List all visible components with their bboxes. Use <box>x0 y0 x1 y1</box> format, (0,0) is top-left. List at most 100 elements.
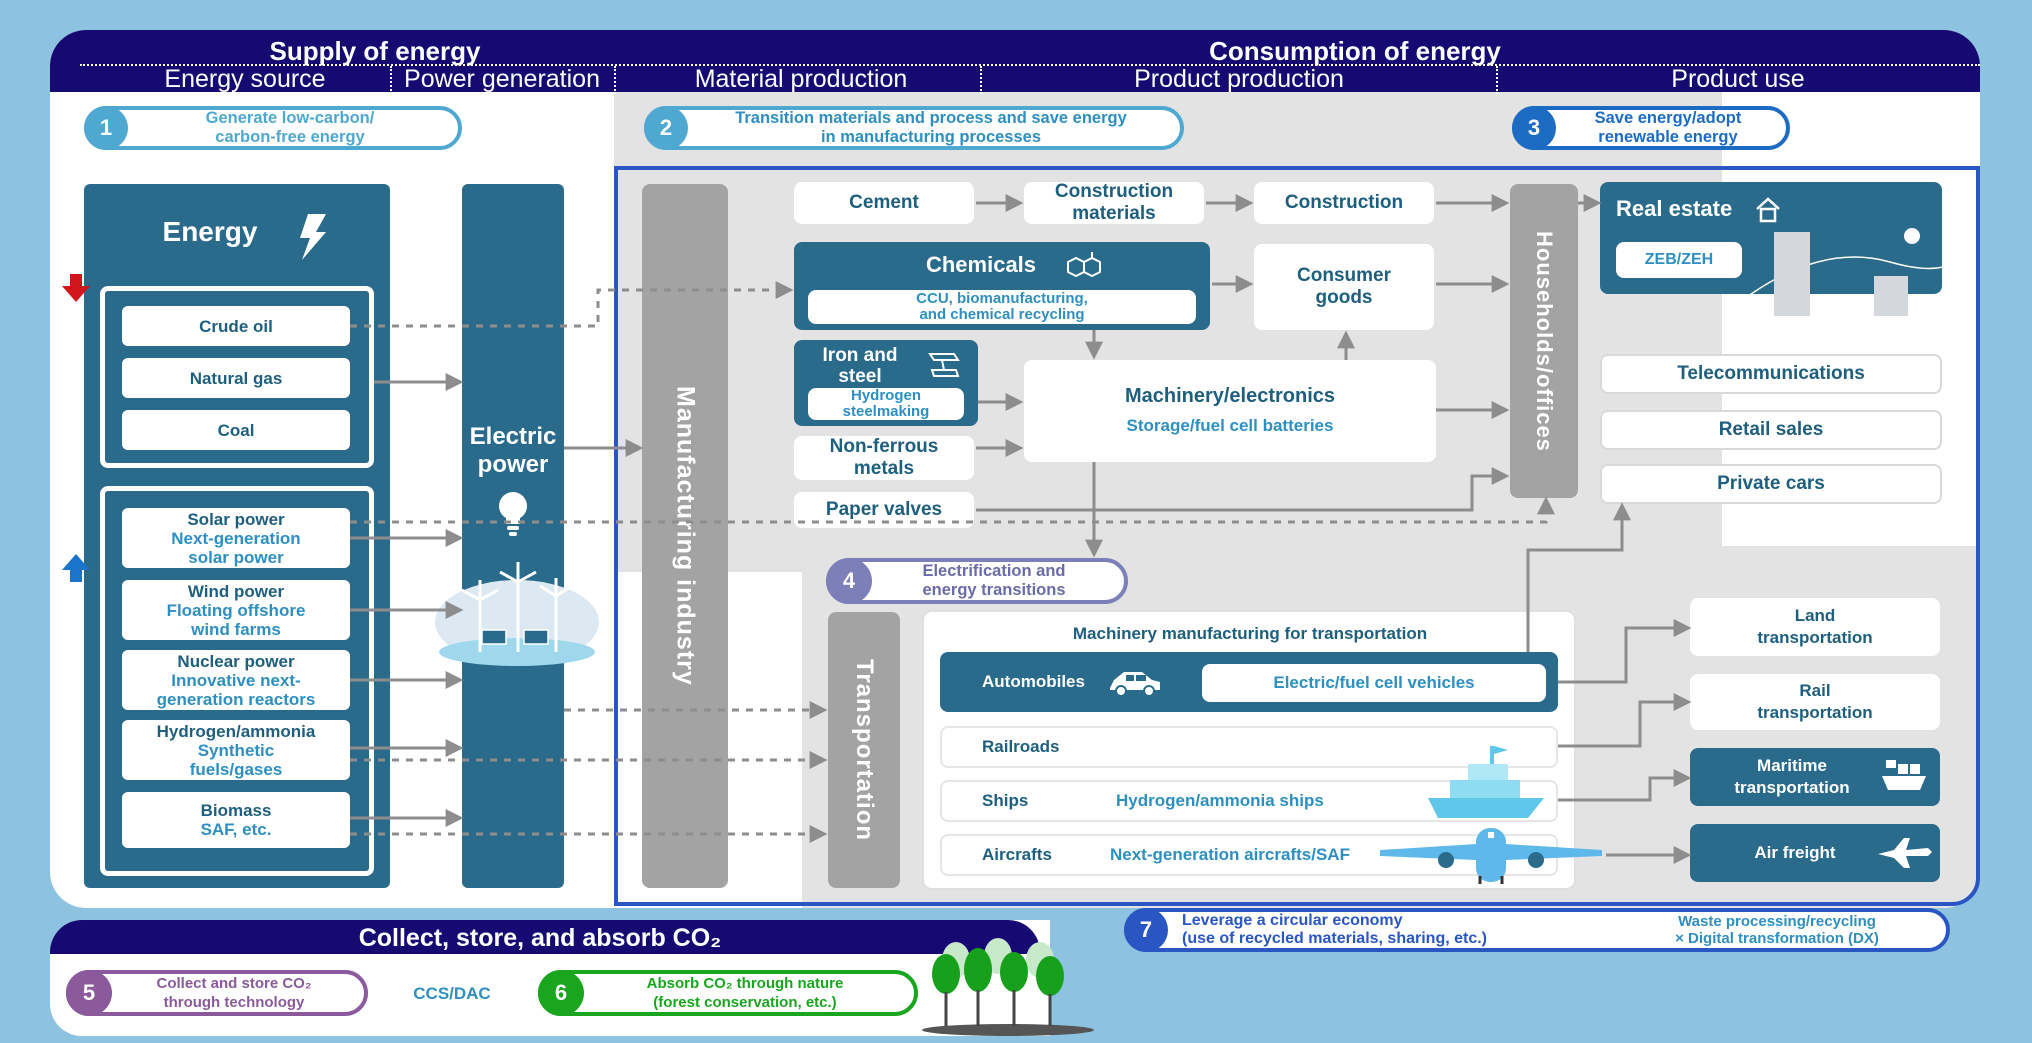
co2-header-bar <box>50 920 1040 954</box>
column-separator <box>614 66 616 94</box>
car-icon <box>1110 672 1160 697</box>
step-7-pill: 7 Leverage a circular economy (use of re… <box>1124 908 1950 952</box>
step-1-text: Generate low-carbon/ carbon-free energy <box>205 109 375 146</box>
land-transportation-box: Land transportation <box>1690 598 1940 656</box>
wind-power-box: Wind power Floating offshore wind farms <box>122 580 350 640</box>
header-bar <box>50 30 1980 92</box>
column-energy-source: Energy source <box>164 64 326 93</box>
biomass-box: Biomass SAF, etc. <box>122 792 350 848</box>
manufacturing-column <box>642 184 728 888</box>
machinery-sub: Storage/fuel cell batteries <box>1126 416 1334 435</box>
nuclear-power-sub: Innovative next- generation reactors <box>156 670 316 709</box>
natural-gas-box: Natural gas <box>122 358 350 398</box>
steel-beam-icon <box>928 353 960 377</box>
consumption-outline <box>614 166 1980 906</box>
forest-trees-icon <box>922 938 1094 1036</box>
header-divider <box>80 64 1980 66</box>
ship-icon <box>1428 746 1544 818</box>
step-3-pill: 3 Save energy/adopt renewable energy <box>1512 106 1790 150</box>
solar-power-box: Solar power Next-generation solar power <box>122 508 350 568</box>
construction-materials-box: Construction materials <box>1024 181 1204 224</box>
hydrogen-ammonia-label: Hydrogen/ammonia <box>156 721 316 741</box>
solar-power-label: Solar power <box>187 509 285 529</box>
step-1-pill: 1 Generate low-carbon/ carbon-free energ… <box>84 106 462 150</box>
fossil-group <box>100 286 374 468</box>
paper-box: Paper valves <box>794 492 974 528</box>
cement-box: Cement <box>794 182 974 224</box>
energy-title: Energy <box>162 216 258 247</box>
retail-box: Retail sales <box>1600 410 1942 450</box>
households-column <box>1510 184 1578 498</box>
ships-label: Ships <box>982 791 1029 810</box>
zeb-zeh-box: ZEB/ZEH <box>1616 242 1742 278</box>
telecom-box: Telecommunications <box>1600 354 1942 394</box>
hydrogen-ammonia-sub: Synthetic fuels/gases <box>189 740 283 779</box>
real-estate-label: Real estate <box>1616 196 1733 221</box>
column-separator <box>980 66 982 94</box>
nuclear-power-label: Nuclear power <box>177 651 295 671</box>
biomass-sub: SAF, etc. <box>200 820 272 839</box>
column-power-generation: Power generation <box>404 64 600 93</box>
machinery-label: Machinery/electronics <box>1124 385 1336 407</box>
ccs-dac-label: CCS/DAC <box>413 984 491 1003</box>
ships-detail: Hydrogen/ammonia ships <box>1116 791 1324 810</box>
wind-solar-icon <box>435 562 599 666</box>
column-material-production: Material production <box>694 64 908 93</box>
wind-power-label: Wind power <box>187 581 285 601</box>
step-4-text: Electrification and energy transitions <box>922 562 1066 599</box>
automobiles-detail: Electric/fuel cell vehicles <box>1202 664 1546 702</box>
solar-power-sub: Next-generation solar power <box>171 528 301 567</box>
molecule-icon <box>1067 252 1101 278</box>
column-separator <box>1496 66 1498 94</box>
cargo-ship-icon <box>1882 760 1926 790</box>
step-7-text: Leverage a circular economy (use of recy… <box>1182 912 1488 947</box>
column-product-use: Product use <box>1671 64 1805 93</box>
crude-oil-box: Crude oil <box>122 306 350 346</box>
step-5-text: Collect and store CO₂ through technology <box>156 975 312 1011</box>
chemicals-label: Chemicals <box>925 252 1037 277</box>
step-7-extra: Waste processing/recycling × Digital tra… <box>1675 913 1879 947</box>
air-freight-label: Air freight <box>1754 843 1836 862</box>
aircrafts-label: Aircrafts <box>982 845 1052 864</box>
step-2-pill: 2 Transition materials and process and s… <box>644 106 1184 150</box>
biomass-label: Biomass <box>200 801 272 820</box>
increase-arrow-icon <box>62 554 90 582</box>
maritime-transportation-label: Maritime transportation <box>1734 756 1850 797</box>
step-5-pill: 5 Collect and store CO₂ through technolo… <box>66 970 368 1016</box>
railroads-label: Railroads <box>982 737 1060 756</box>
transportation-label: Transportation <box>851 658 878 841</box>
house-icon <box>1756 197 1780 223</box>
step-2-number: 2 <box>644 106 688 150</box>
step-6-text: Absorb CO₂ through nature (forest conser… <box>646 975 844 1011</box>
consumption-title: Consumption of energy <box>1209 35 1501 66</box>
wind-power-sub: Floating offshore wind farms <box>166 600 306 639</box>
iron-steel-label: Iron and steel <box>822 345 898 387</box>
step-1-number: 1 <box>84 106 128 150</box>
chemicals-sub-box: CCU, biomanufacturing, and chemical recy… <box>808 290 1196 324</box>
supply-title: Supply of energy <box>269 35 481 66</box>
lightning-icon <box>300 214 326 260</box>
consumer-goods-box: Consumer goods <box>1254 244 1434 330</box>
city-buildings-icon <box>1740 228 1968 326</box>
step-3-text: Save energy/adopt renewable energy <box>1594 109 1742 146</box>
step-5-number: 5 <box>66 970 112 1016</box>
transportation-column <box>828 612 900 888</box>
step-6-number: 6 <box>538 970 584 1016</box>
step-3-number: 3 <box>1512 106 1556 150</box>
railroads-row <box>940 726 1558 768</box>
step-6-pill: 6 Absorb CO₂ through nature (forest cons… <box>538 970 918 1016</box>
rail-transportation-box: Rail transportation <box>1690 674 1940 730</box>
airplane-icon <box>1380 828 1602 884</box>
co2-title: Collect, store, and absorb CO₂ <box>358 923 722 952</box>
decrease-arrow-icon <box>62 274 90 302</box>
hydrogen-ammonia-box: Hydrogen/ammonia Synthetic fuels/gases <box>122 720 350 780</box>
households-label: Households/offices <box>1532 230 1557 452</box>
column-product-production: Product production <box>1134 64 1344 93</box>
aircrafts-detail: Next-generation aircrafts/SAF <box>1110 845 1350 864</box>
step-7-number: 7 <box>1124 908 1168 952</box>
private-cars-box: Private cars <box>1600 464 1942 504</box>
step-4-number: 4 <box>826 558 872 604</box>
transport-section-title: Machinery manufacturing for transportati… <box>1072 624 1428 643</box>
construction-box: Construction <box>1254 182 1434 224</box>
